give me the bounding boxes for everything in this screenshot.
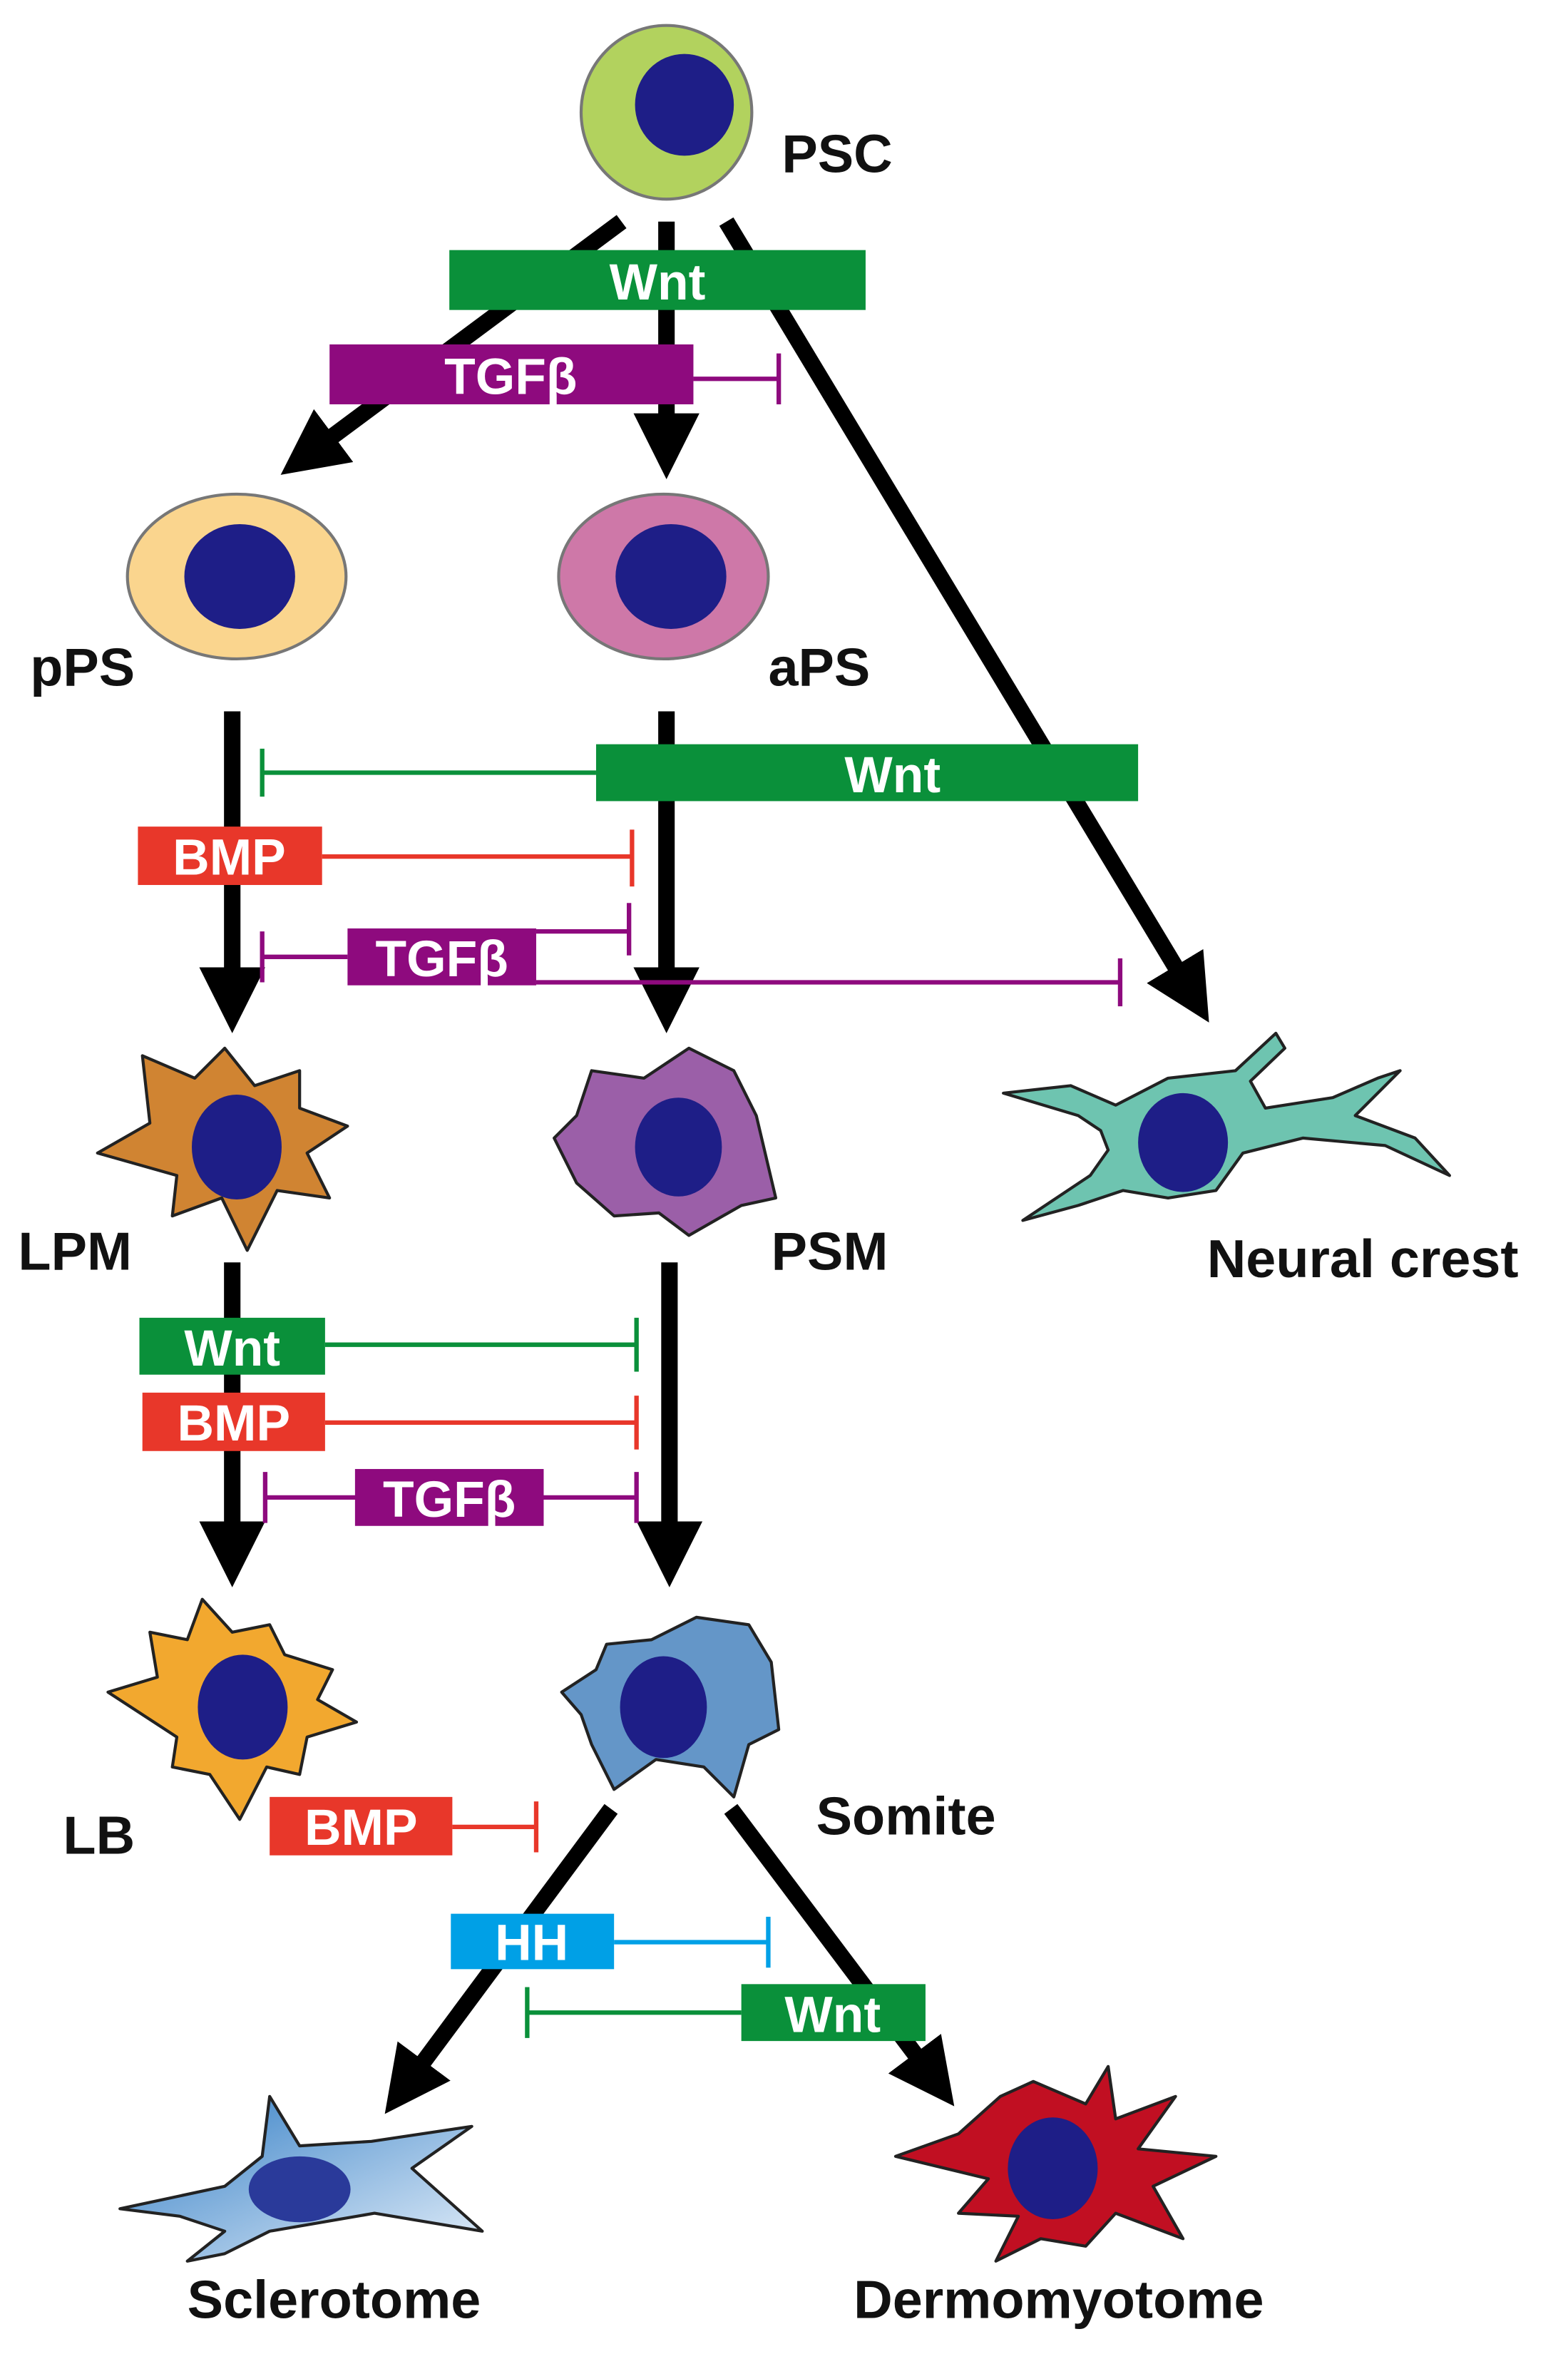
svg-text:TGFβ: TGFβ — [444, 348, 577, 405]
label-psc: PSC — [782, 124, 892, 184]
cell-lpm — [96, 1046, 349, 1252]
cell-pps — [125, 492, 348, 661]
svg-text:HH: HH — [495, 1915, 568, 1972]
svg-text:Wnt: Wnt — [784, 1987, 881, 2044]
nucleus-icon — [635, 53, 734, 156]
svg-text:BMP: BMP — [304, 1799, 418, 1856]
svg-text:BMP: BMP — [177, 1395, 290, 1452]
svg-text:Wnt: Wnt — [844, 747, 941, 804]
nucleus-icon — [248, 2156, 351, 2223]
nucleus-icon — [192, 1095, 282, 1199]
nucleus-icon — [635, 1097, 722, 1197]
label-dermomyotome: Dermomyotome — [854, 2271, 1264, 2330]
label-lb: LB — [63, 1806, 135, 1866]
cell-neural-crest — [1002, 1031, 1451, 1222]
cell-somite — [560, 1615, 781, 1798]
signal-bmp-stage3: BMP — [142, 1392, 639, 1452]
svg-text:TGFβ: TGFβ — [383, 1471, 516, 1528]
label-neural-crest: Neural crest — [1207, 1229, 1519, 1289]
cell-psc — [579, 24, 754, 201]
signal-tgfb-stage2: TGFβ — [260, 903, 1123, 1007]
cell-psm — [553, 1046, 778, 1237]
signal-bmp-stage2: BMP — [138, 827, 635, 887]
svg-text:BMP: BMP — [173, 829, 286, 886]
label-sclerotome: Sclerotome — [188, 2271, 481, 2330]
signal-tgfb-stage3: TGFβ — [262, 1468, 639, 1528]
nucleus-icon — [1008, 2117, 1098, 2220]
nucleus-icon — [615, 523, 727, 629]
nucleus-icon — [198, 1654, 288, 1760]
svg-text:Wnt: Wnt — [184, 1320, 280, 1377]
label-somite: Somite — [816, 1786, 996, 1846]
signal-wnt-stage3: Wnt — [139, 1317, 639, 1377]
label-lpm: LPM — [18, 1222, 132, 1282]
label-pps: pPS — [30, 638, 135, 698]
cell-aps — [557, 492, 770, 661]
signal-tgfb-stage1: TGFβ — [329, 344, 782, 405]
cell-lb — [106, 1597, 359, 1821]
arrow-psc-to-neural-crest — [719, 217, 1209, 1023]
label-psm: PSM — [772, 1222, 888, 1282]
nucleus-icon — [620, 1656, 707, 1759]
label-aps: aPS — [768, 638, 870, 698]
cell-dermomyotome — [893, 2064, 1218, 2263]
signal-bmp-stage4: BMP — [270, 1796, 539, 1856]
signal-wnt-stage5: Wnt — [525, 1984, 926, 2044]
signal-hh: HH — [451, 1913, 771, 1972]
signal-wnt-stage1: Wnt — [449, 250, 866, 311]
cell-sclerotome — [118, 2094, 484, 2263]
signal-wnt-stage2: Wnt — [260, 744, 1139, 804]
nucleus-icon — [1138, 1092, 1229, 1192]
nucleus-icon — [184, 523, 295, 629]
svg-text:Wnt: Wnt — [610, 254, 706, 311]
svg-text:TGFβ: TGFβ — [376, 931, 508, 988]
